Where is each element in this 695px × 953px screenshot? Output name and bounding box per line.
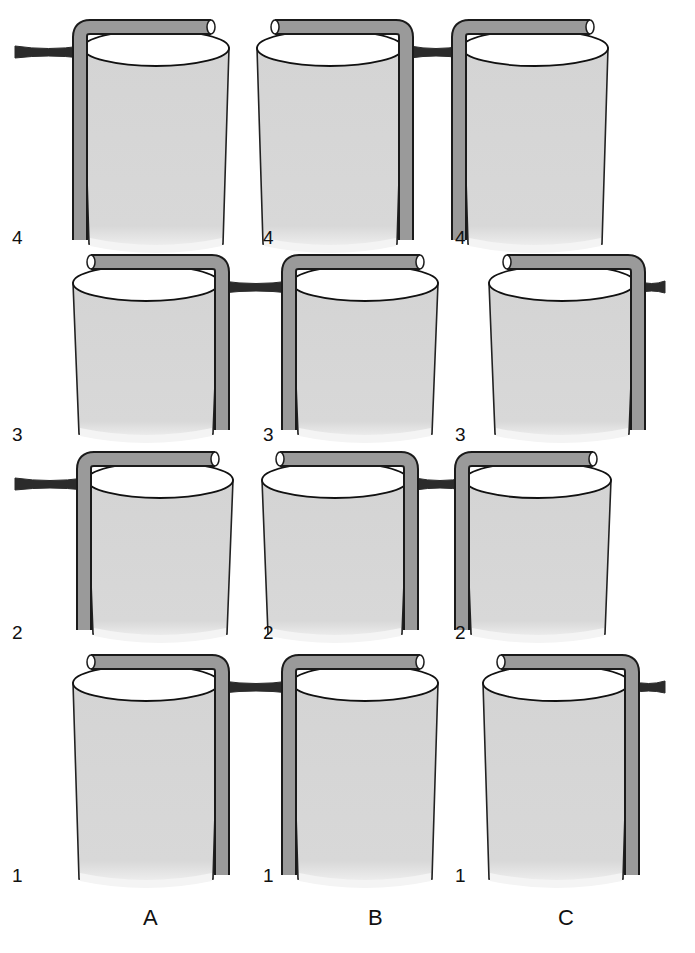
orthodontic-band [501,662,632,875]
band-outline [91,262,222,430]
tooth-base [299,873,431,888]
orthodontic-band [507,262,638,430]
orthodontic-band [91,662,222,875]
tooth-base [80,873,212,888]
tooth-crown [257,48,403,250]
solder-joint [222,681,290,693]
band-outline [80,27,211,240]
column-letter: B [368,907,383,929]
tooth-base [90,238,222,253]
tooth-crown [489,283,635,440]
row-number: 1 [12,866,23,885]
band-end [207,20,215,34]
column-letter: A [143,907,158,929]
tooth-crown [73,683,219,885]
band-end [271,20,279,34]
band-end [589,452,597,466]
tooth-base [269,628,401,643]
tooth-top [262,462,408,498]
band-outline [507,262,638,430]
tooth-top [465,462,611,498]
band-end [276,452,284,466]
orthodontic-band [289,662,420,875]
column-letter: C [558,907,574,929]
orthodontic-band [275,27,406,240]
tooth-crown [262,480,408,640]
tooth-crown [483,683,629,885]
row-number: 1 [455,866,466,885]
tooth-top [292,665,438,701]
orthodontic-band [280,459,411,630]
row-number: 3 [263,425,274,444]
tooth-crown [462,48,608,250]
band-outline [501,662,632,875]
band-end [87,255,95,269]
orthodontic-band [91,262,222,430]
tooth-crown [292,683,438,885]
tooth-base [94,628,226,643]
band-end [87,655,95,669]
tooth-top [73,665,219,701]
tooth-crown [73,283,219,440]
band-end [416,655,424,669]
tooth-top [257,30,403,66]
solder-joint [15,478,85,490]
tooth-base [264,238,396,253]
tooth-crown [465,480,611,640]
tooth-top [462,30,608,66]
row-number: 4 [263,228,274,247]
orthodontic-band [462,459,593,630]
row-number: 4 [455,228,466,247]
band-outline [289,262,420,430]
tooth-base [472,628,604,643]
tooth-base [80,428,212,443]
tooth-top [489,265,635,301]
row-number: 4 [12,228,23,247]
band-end [497,655,505,669]
tooth-crown [83,48,229,250]
band-outline [280,459,411,630]
tooth-top [292,265,438,301]
row-number: 1 [263,866,274,885]
orthodontic-band [289,262,420,430]
tooth-crown [87,480,233,640]
tooth-top [73,265,219,301]
band-end [211,452,219,466]
band-outline [459,27,590,240]
band-outline [84,459,215,630]
tooth-base [496,428,628,443]
tooth-top [87,462,233,498]
solder-joint [222,281,290,293]
row-number: 3 [12,425,23,444]
tooth-base [490,873,622,888]
band-outline [289,662,420,875]
tooth-top [83,30,229,66]
tooth-base [469,238,601,253]
band-end [503,255,511,269]
orthodontic-band [84,459,215,630]
row-number: 2 [12,623,23,642]
orthodontic-band [80,27,211,240]
tooth-base [299,428,431,443]
band-outline [462,459,593,630]
row-number: 3 [455,425,466,444]
tooth-crown [292,283,438,440]
tooth-top [483,665,629,701]
row-number: 2 [263,623,274,642]
solder-joint [15,46,82,58]
band-outline [275,27,406,240]
band-end [416,255,424,269]
band-outline [91,662,222,875]
orthodontic-band [459,27,590,240]
band-end [586,20,594,34]
row-number: 2 [455,623,466,642]
